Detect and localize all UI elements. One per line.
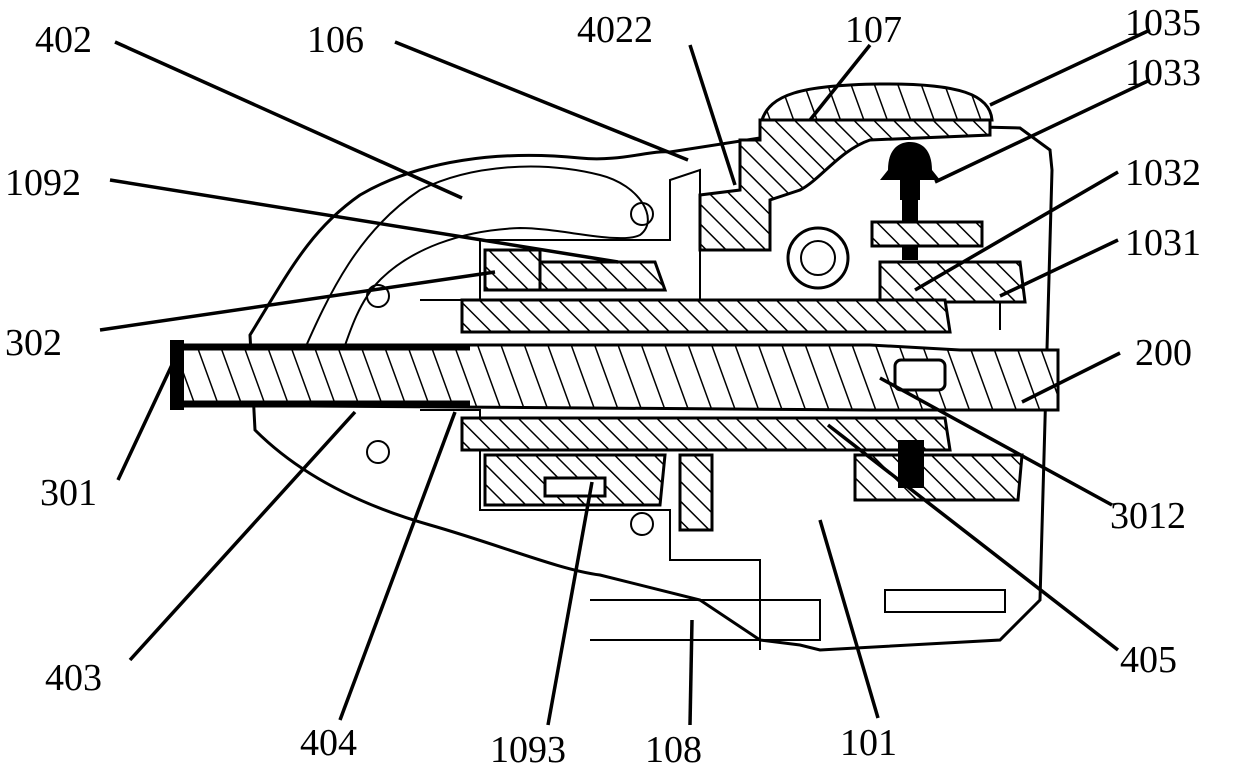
upper-ring-mid [540, 262, 665, 290]
label-403: 403 [45, 657, 102, 699]
roller-outer [788, 228, 848, 288]
spring-108 [680, 455, 712, 530]
label-1035: 1035 [1125, 2, 1201, 44]
label-1092: 1092 [5, 162, 81, 204]
lower-slot [545, 478, 605, 496]
label-1031: 1031 [1125, 222, 1201, 264]
label-1033: 1033 [1125, 52, 1201, 94]
leader-108 [690, 620, 692, 725]
key-200 [895, 360, 945, 390]
leader-403 [130, 412, 355, 660]
knob-cap [762, 84, 992, 120]
lower-ring-right [855, 455, 1022, 500]
label-405: 405 [1120, 639, 1177, 681]
leader-402 [115, 42, 462, 198]
label-402: 402 [35, 19, 92, 61]
label-404: 404 [300, 722, 357, 764]
label-1093: 1093 [490, 729, 566, 771]
plunger-plate [872, 222, 982, 246]
label-3012: 3012 [1110, 495, 1186, 537]
label-301: 301 [40, 472, 97, 514]
hub-lower [462, 418, 950, 450]
label-108: 108 [645, 729, 702, 771]
leader-301 [118, 352, 178, 480]
label-101: 101 [840, 722, 897, 764]
upper-ring-left [485, 250, 540, 290]
label-200: 200 [1135, 332, 1192, 374]
leader-106 [395, 42, 688, 160]
hub-upper [462, 300, 950, 332]
label-106: 106 [307, 19, 364, 61]
label-107: 107 [845, 9, 902, 51]
label-4022: 4022 [577, 9, 653, 51]
label-302: 302 [5, 322, 62, 364]
label-1032: 1032 [1125, 152, 1201, 194]
